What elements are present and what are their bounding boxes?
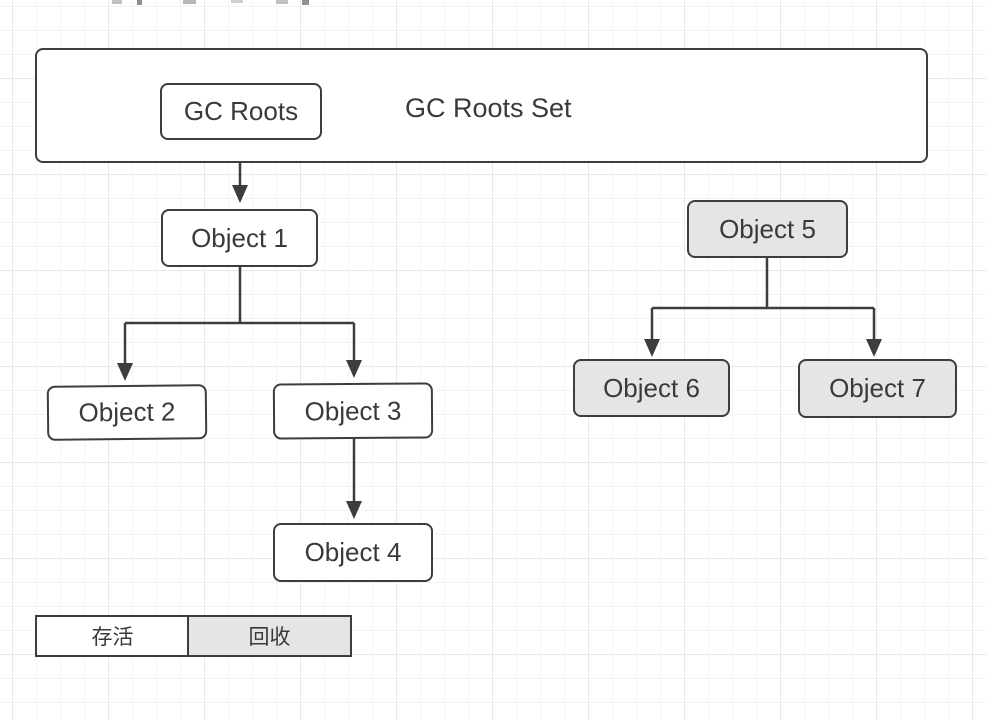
legend-recycled-label: 回收: [248, 626, 291, 649]
node-label: Object 4: [304, 537, 402, 567]
edge-object5-to-object6-object7: [644, 258, 882, 357]
node-object-7[interactable]: Object 7: [798, 359, 957, 418]
clipped-text-fragment: [302, 0, 309, 5]
legend-alive-label: 存活: [91, 626, 134, 649]
node-label: GC Roots: [183, 96, 299, 126]
node-label: Object 2: [78, 396, 176, 428]
node-object-5[interactable]: Object 5: [687, 200, 848, 258]
node-label: Object 3: [304, 395, 402, 426]
gc-roots-set-label: GC Roots Set: [405, 93, 572, 123]
node-object-1[interactable]: Object 1: [161, 209, 318, 267]
node-object-2[interactable]: Object 2: [46, 384, 208, 441]
edge-object3-to-object4: [346, 439, 362, 519]
node-gc-roots[interactable]: GC Roots: [160, 83, 322, 140]
node-label: Object 7: [829, 373, 926, 403]
clipped-text-fragment: [183, 0, 196, 4]
clipped-text-fragment: [137, 0, 142, 5]
legend-alive[interactable]: 存活: [35, 615, 190, 657]
node-label: Object 1: [191, 222, 288, 253]
legend-recycled[interactable]: 回收: [187, 615, 352, 657]
node-object-6[interactable]: Object 6: [573, 359, 730, 417]
edge-object1-to-object2-object3: [117, 267, 362, 381]
clipped-text-fragment: [231, 0, 243, 3]
node-object-4[interactable]: Object 4: [273, 523, 433, 582]
node-label: Object 6: [603, 372, 700, 403]
node-label: Object 5: [719, 213, 816, 244]
clipped-text-fragment: [112, 0, 122, 4]
clipped-text-fragment: [276, 0, 288, 4]
node-object-3[interactable]: Object 3: [272, 382, 434, 440]
